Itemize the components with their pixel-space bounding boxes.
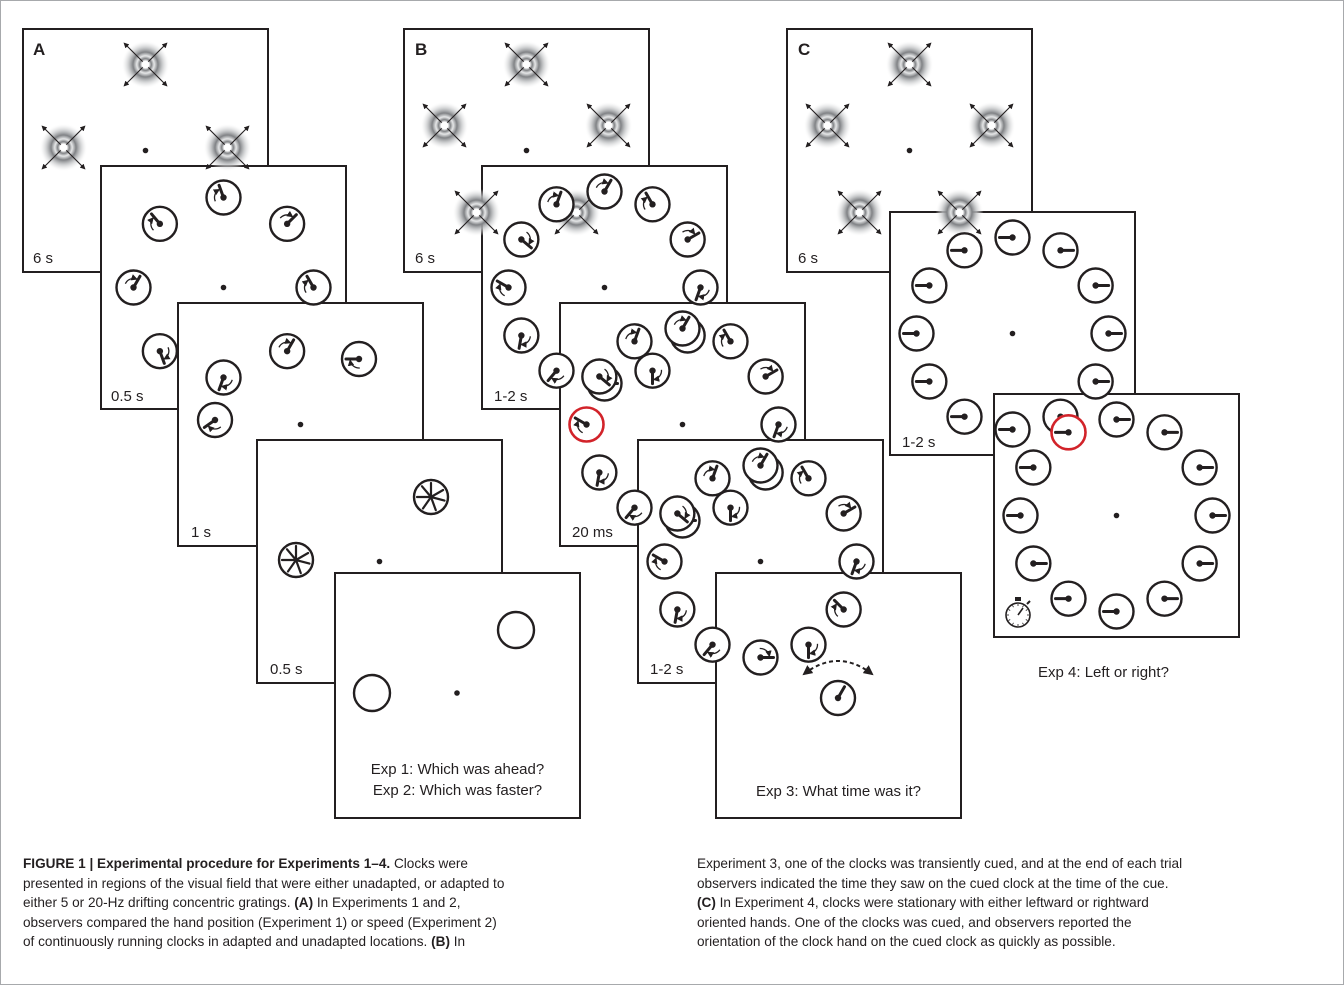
caption-left-line: presented in regions of the visual field…	[23, 875, 505, 891]
duration-label: 1 s	[191, 524, 212, 541]
duration-label: 0.5 s	[111, 388, 144, 405]
duration-label: 1-2 s	[494, 388, 528, 405]
grating-icon	[39, 40, 252, 172]
figure-caption-left: FIGURE 1 | Experimental procedure for Ex…	[23, 854, 504, 952]
panel-letter-a: A	[33, 40, 46, 59]
clock-icon	[352, 610, 536, 713]
caption-left-line: either 5 or 20-Hz drifting concentric gr…	[23, 895, 461, 911]
response-question: Exp 4: Left or right?	[1038, 664, 1169, 681]
duration-label: 1-2 s	[902, 434, 936, 451]
fixation-dot	[757, 558, 764, 565]
duration-label: 6 s	[415, 250, 436, 267]
arrow-icon	[802, 660, 874, 676]
caption-right-line: (C) In Experiment 4, clocks were station…	[697, 895, 1149, 911]
response-question: Exp 3: What time was it?	[755, 783, 922, 800]
duration-label: 1-2 s	[650, 661, 684, 678]
fixation-dot	[906, 147, 913, 154]
clock-icon	[115, 179, 332, 396]
clock-icon	[802, 660, 874, 717]
duration-label: 0.5 s	[270, 661, 303, 678]
caption-right-line: observers indicated the time they saw on…	[697, 875, 1169, 891]
grating-icon	[420, 40, 633, 237]
fixation-dot	[454, 690, 460, 696]
clock-icon	[196, 340, 378, 439]
fixation-dot	[1113, 512, 1120, 519]
figure-caption-right: Experiment 3, one of the clocks was tran…	[697, 854, 1182, 952]
duration-label: 6 s	[798, 250, 819, 267]
response-question: Exp 1: Which was ahead? Exp 2: Which was…	[370, 761, 545, 799]
panel-letter-b: B	[415, 40, 428, 59]
caption-right-line: Experiment 3, one of the clocks was tran…	[697, 856, 1183, 871]
fixation-dot	[297, 421, 304, 428]
fixation-dot	[142, 147, 149, 154]
clock-icon	[277, 478, 450, 579]
fixation-dot	[376, 558, 383, 565]
fixation-dot	[679, 421, 686, 428]
fixation-dot	[220, 284, 227, 291]
duration-label: 20 ms	[572, 524, 613, 541]
clock-icon	[646, 447, 875, 676]
stopwatch-icon	[1005, 597, 1031, 628]
panel-letter-c: C	[798, 40, 811, 59]
caption-left-line: of continuously running clocks in adapte…	[23, 934, 466, 950]
fixation-dot	[1009, 330, 1016, 337]
grating-icon	[803, 40, 1016, 237]
clock-icon	[1002, 401, 1231, 630]
caption-left-line: observers compared the hand position (Ex…	[23, 914, 497, 930]
caption-left-line: FIGURE 1 | Experimental procedure for Ex…	[23, 856, 468, 871]
caption-right-line: oriented hands. One of the clocks was cu…	[697, 914, 1132, 930]
fixation-dot	[523, 147, 530, 154]
fixation-dot	[601, 284, 608, 291]
duration-label: 6 s	[33, 250, 54, 267]
caption-right-line: orientation of the clock hand on the cue…	[697, 934, 1116, 950]
